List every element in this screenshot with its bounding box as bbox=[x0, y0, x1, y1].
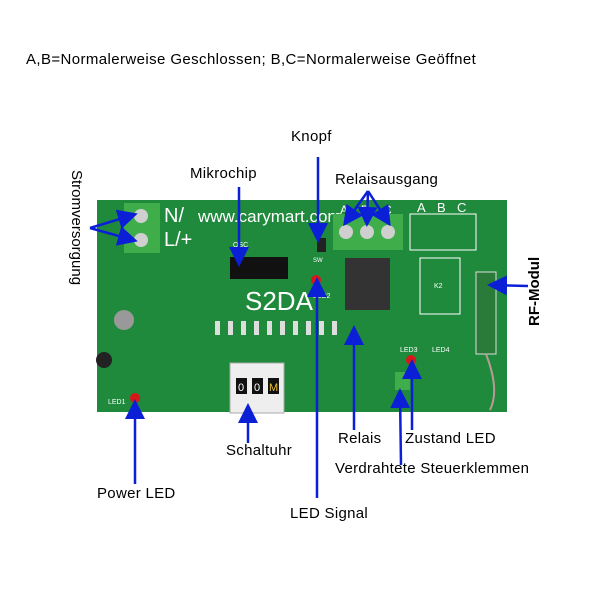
status-led bbox=[406, 355, 416, 365]
label-power-led: Power LED bbox=[97, 485, 176, 502]
led1-label: LED1 bbox=[108, 399, 126, 406]
timer-digit-window bbox=[252, 378, 263, 394]
led3-label: LED3 bbox=[400, 347, 418, 354]
relay bbox=[345, 258, 390, 310]
sw-label: SW bbox=[313, 258, 323, 264]
timer-digit: 0 bbox=[254, 382, 260, 394]
diode bbox=[306, 321, 311, 335]
pcb-board bbox=[97, 200, 507, 412]
diode bbox=[319, 321, 324, 335]
label-relais: Relais bbox=[338, 430, 382, 447]
label-knopf: Knopf bbox=[291, 128, 332, 145]
terminal-label-a: A bbox=[340, 203, 348, 217]
power-led bbox=[130, 393, 140, 403]
arrow-power-n bbox=[89, 209, 138, 230]
terminal-screw-c bbox=[381, 225, 395, 239]
diode bbox=[228, 321, 233, 335]
antenna-wire bbox=[485, 353, 496, 411]
power-terminal-screw bbox=[134, 209, 148, 223]
k2-label: K2 bbox=[434, 283, 443, 290]
label-zustand-led: Zustand LED bbox=[405, 430, 496, 447]
n-label: N/ bbox=[164, 205, 184, 227]
terminal-screw-a bbox=[339, 225, 353, 239]
annotation-arrows bbox=[89, 157, 529, 498]
arrow-power-l bbox=[89, 226, 138, 246]
arrow-control-terminal bbox=[390, 388, 411, 466]
footprint-label-a: A bbox=[417, 200, 426, 215]
push-button bbox=[317, 238, 326, 252]
diagram-title: A,B=Normalerweise Geschlossen; B,C=Norma… bbox=[26, 51, 477, 68]
terminal-screw-b bbox=[360, 225, 374, 239]
website-text: www.carymart.com bbox=[197, 207, 342, 226]
diode bbox=[254, 321, 259, 335]
timer-digit-window bbox=[236, 378, 247, 394]
timer-digit-window bbox=[268, 378, 279, 394]
diode bbox=[215, 321, 220, 335]
model-label: S2DA bbox=[245, 286, 314, 316]
second-relay-footprint bbox=[409, 213, 477, 251]
label-rf-modul: RF-Modul bbox=[526, 256, 543, 326]
label-relaisausgang: Relaisausgang bbox=[335, 171, 439, 188]
diode bbox=[241, 321, 246, 335]
label-stromversorgung: Stromversorgung bbox=[68, 170, 85, 286]
capacitor bbox=[114, 310, 134, 330]
control-terminal bbox=[395, 372, 410, 390]
diode bbox=[280, 321, 285, 335]
led2-label: LED2 bbox=[313, 293, 331, 300]
arrow-relay-output-b bbox=[357, 190, 378, 227]
footprint-label-c: C bbox=[457, 200, 466, 215]
label-steuerklemmen: Verdrahtete Steuerklemmen bbox=[335, 460, 530, 477]
diode-row bbox=[215, 321, 337, 335]
led4-label: LED4 bbox=[432, 347, 450, 354]
l-label: L/+ bbox=[164, 229, 192, 251]
label-led-signal: LED Signal bbox=[290, 505, 369, 522]
label-mikrochip: Mikrochip bbox=[190, 165, 257, 182]
diode bbox=[332, 321, 337, 335]
arrow-relay-output-a bbox=[343, 190, 370, 227]
arrow-relay-output-c bbox=[366, 190, 391, 227]
timer-digit: 0 bbox=[238, 382, 244, 394]
capacitor bbox=[96, 352, 112, 368]
power-terminal-screw bbox=[134, 233, 148, 247]
arrow-rf-module bbox=[487, 275, 529, 296]
timer-unit: M bbox=[269, 382, 278, 394]
diode bbox=[267, 321, 272, 335]
osc-label: OSC bbox=[233, 242, 248, 249]
k2-footprint bbox=[419, 257, 461, 315]
footprint-label-b: B bbox=[437, 200, 446, 215]
diode bbox=[293, 321, 298, 335]
label-schaltuhr: Schaltuhr bbox=[226, 442, 293, 459]
